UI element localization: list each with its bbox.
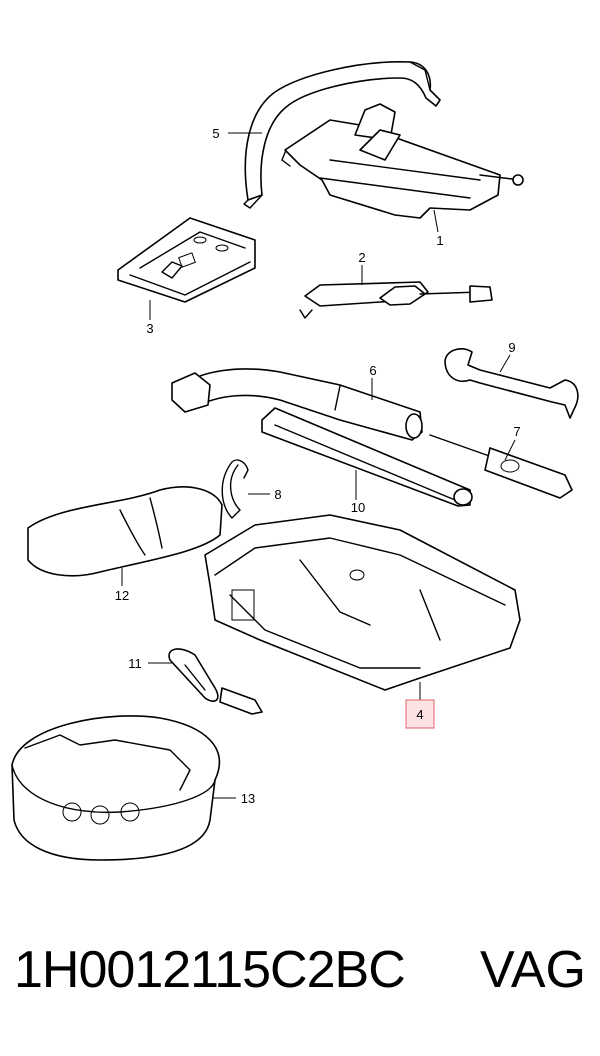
callout-9: 9 bbox=[508, 340, 515, 355]
callout-6: 6 bbox=[369, 363, 376, 378]
callout-5: 5 bbox=[212, 126, 219, 141]
part-clip bbox=[221, 459, 249, 519]
part-towing-eye bbox=[168, 648, 263, 715]
callout-1: 1 bbox=[436, 233, 443, 248]
callout-8: 8 bbox=[274, 487, 281, 502]
part-jack bbox=[281, 103, 524, 219]
brand-name: VAG bbox=[480, 941, 586, 999]
callout-12: 12 bbox=[115, 588, 129, 603]
part-tray bbox=[204, 514, 521, 691]
callout-13: 13 bbox=[241, 791, 255, 806]
part-screwdriver bbox=[429, 434, 573, 499]
part-tube-rod bbox=[261, 407, 473, 507]
part-number: 1H0012115C2BC bbox=[14, 941, 406, 999]
callout-3: 3 bbox=[146, 321, 153, 336]
callout-11: 11 bbox=[128, 656, 142, 671]
callout-10: 10 bbox=[351, 500, 365, 515]
part-handle bbox=[299, 281, 493, 319]
callout-labels: 5 1 2 3 9 6 7 8 10 12 11 4 13 bbox=[115, 126, 521, 806]
part-spanner bbox=[444, 348, 579, 419]
callout-4: 4 bbox=[416, 707, 423, 722]
leader-lines bbox=[121, 132, 516, 799]
exploded-parts-diagram: 5 1 2 3 9 6 7 8 10 12 11 4 13 bbox=[11, 61, 579, 861]
part-wheel-well-insert bbox=[11, 715, 221, 861]
part-strap bbox=[243, 61, 441, 209]
part-wheel-brace bbox=[171, 368, 423, 441]
callout-4-highlight bbox=[405, 699, 435, 729]
callout-2: 2 bbox=[358, 250, 365, 265]
callout-7: 7 bbox=[513, 424, 520, 439]
part-base-plate bbox=[117, 217, 256, 303]
footer: 1H0012115C2BC VAG bbox=[0, 940, 600, 1020]
part-bag bbox=[27, 486, 223, 577]
